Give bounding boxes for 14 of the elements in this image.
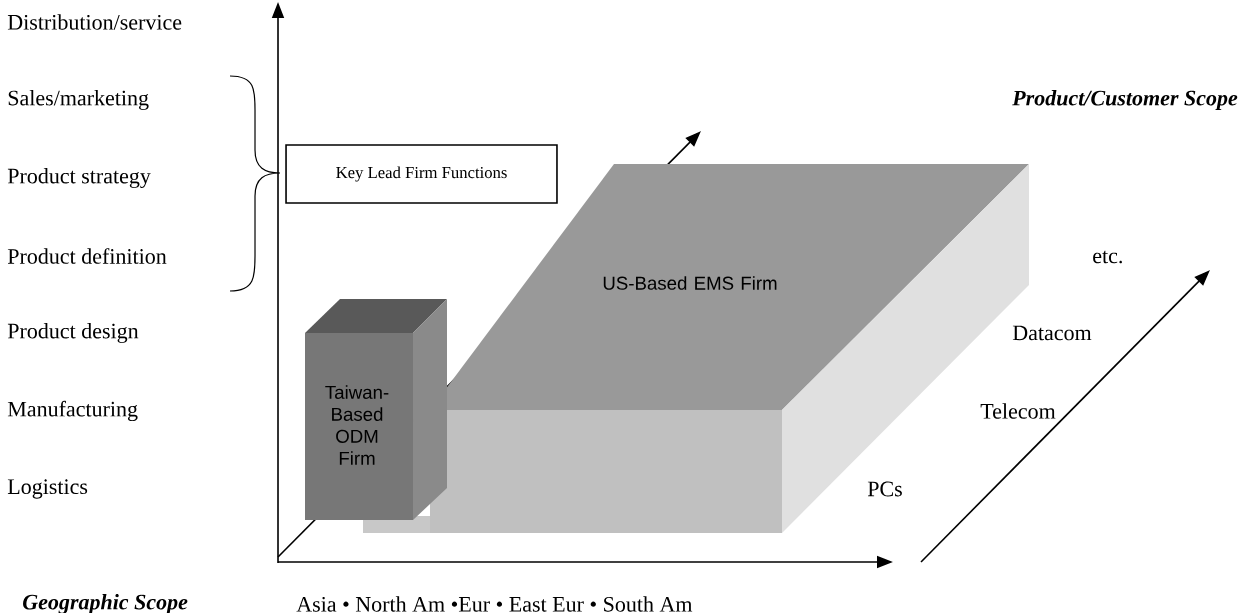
block-drawing: Taiwan-Based ODM Firm <box>305 299 447 520</box>
label-box: Key Lead Firm Functions <box>285 144 558 204</box>
axis-title: Geographic Scope <box>23 594 188 613</box>
axis-label: Asia • North Am •Eur • East Eur • South Am <box>296 596 693 612</box>
axis-label: Product definition <box>7 248 167 264</box>
axis-label: Manufacturing <box>7 400 138 422</box>
axis-label: Logistics <box>7 479 88 499</box>
axis-label: Product strategy <box>7 168 151 188</box>
axis-label: etc. <box>1093 250 1122 264</box>
axis-title: Product/Customer Scope <box>1012 90 1238 110</box>
axis-label: PCs <box>867 481 902 497</box>
axis-label: Sales/marketing <box>8 90 149 110</box>
axis-label: Product design <box>7 323 139 343</box>
axis-label: Distribution/service <box>7 14 182 30</box>
